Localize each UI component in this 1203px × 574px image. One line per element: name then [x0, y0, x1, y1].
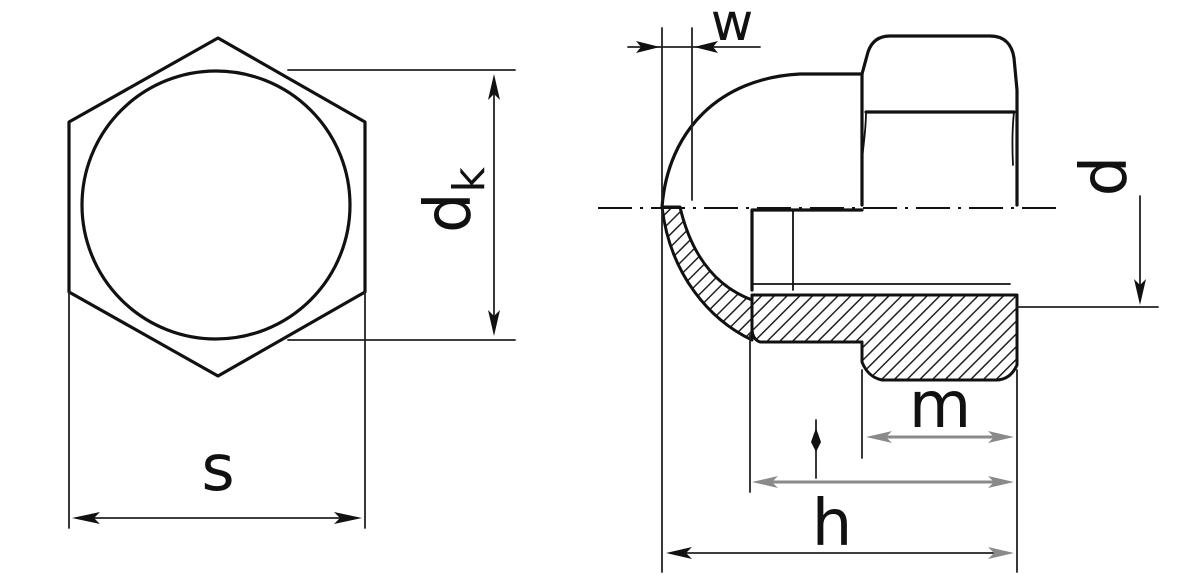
- h-label: h: [812, 487, 853, 561]
- m-arrow-right: [988, 431, 1014, 443]
- dk-label: dk: [412, 166, 495, 233]
- s-arrow-right: [334, 512, 362, 524]
- dome-section: [660, 205, 754, 342]
- dk-arrow-top: [488, 74, 500, 100]
- w-label: w: [711, 0, 754, 53]
- s-label: s: [201, 432, 234, 506]
- bore-outline: [750, 208, 864, 292]
- m-label: m: [909, 369, 971, 443]
- dome-outline: [660, 72, 864, 209]
- m-arrow-left: [866, 431, 892, 443]
- dome-circle: [80, 69, 352, 341]
- h-arrow-right: [988, 547, 1014, 559]
- inner-height-leader-mark: [811, 428, 821, 452]
- inner-height-arrow-left: [752, 476, 778, 488]
- s-arrow-left: [72, 512, 100, 524]
- inner-height-arrow-right: [988, 476, 1014, 488]
- front-view: dk s: [67, 36, 516, 529]
- d-label: d: [1068, 156, 1142, 197]
- hex-outline: [67, 36, 367, 378]
- hex-face-curve: [861, 111, 1015, 166]
- h-arrow-left: [666, 547, 692, 559]
- side-view: d w m h: [598, 0, 1159, 573]
- dk-arrow-bottom: [488, 310, 500, 336]
- w-arrow-left: [636, 41, 660, 53]
- body-section: [750, 293, 1019, 382]
- hex-nut-top: [860, 34, 1019, 207]
- w-arrow-right: [694, 41, 718, 53]
- d-arrow: [1134, 279, 1146, 305]
